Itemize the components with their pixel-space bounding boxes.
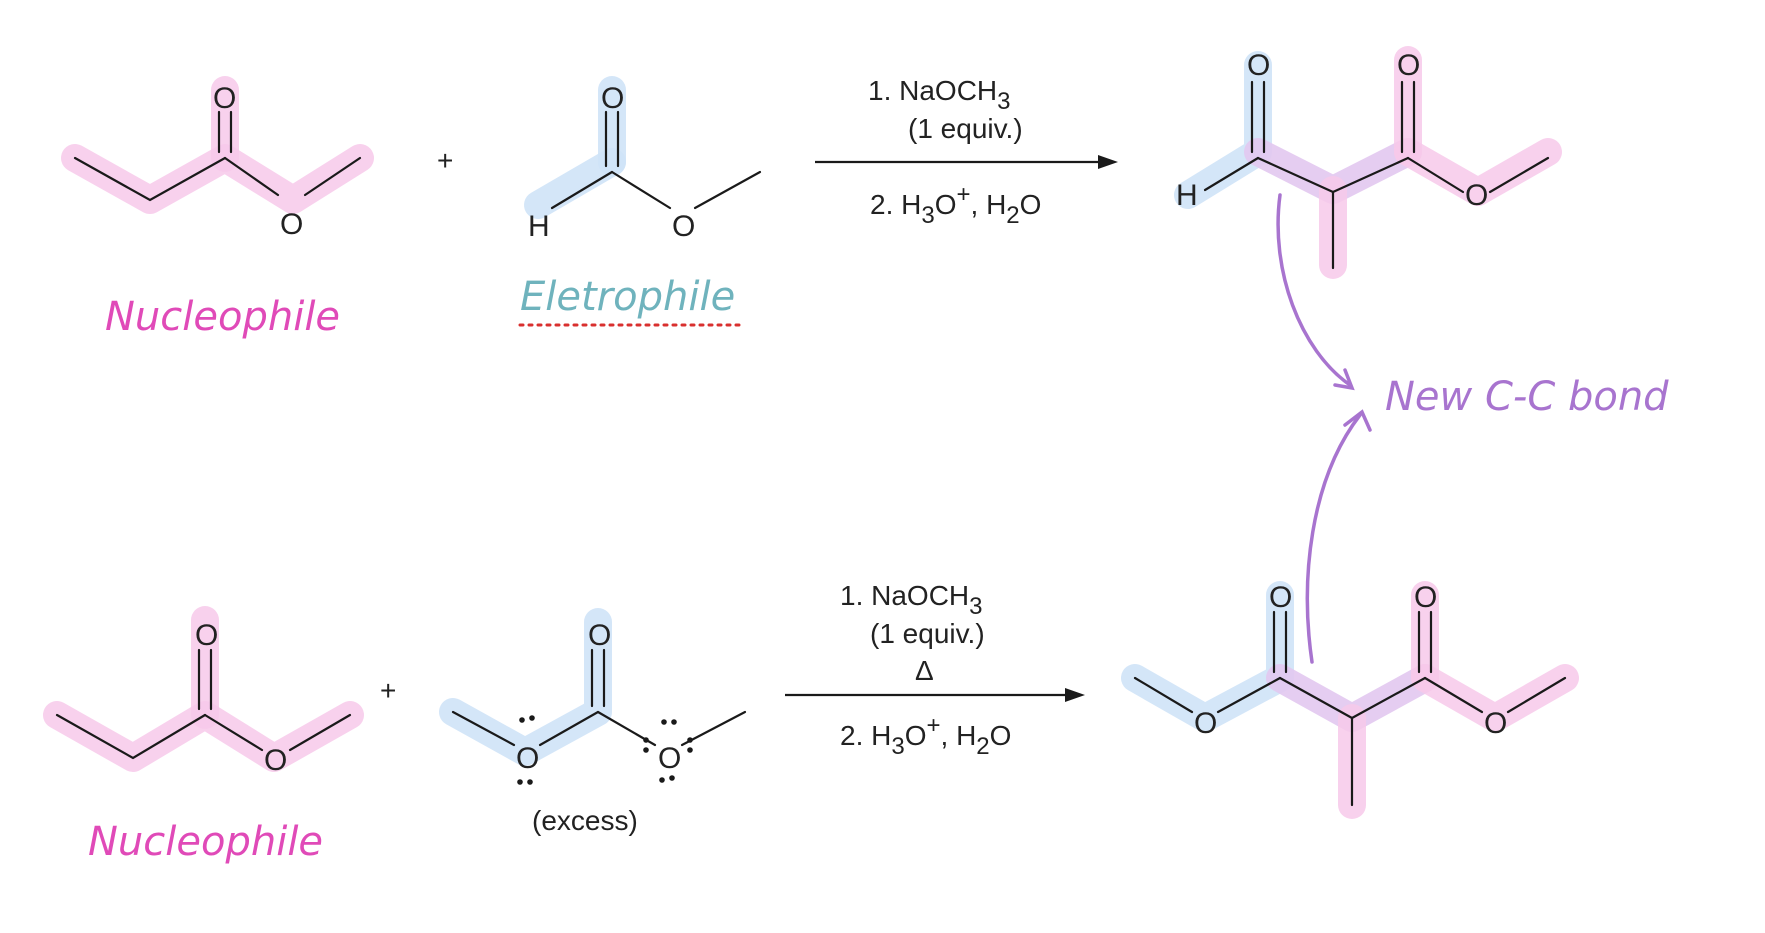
nucleophile-label-1: Nucleophile (105, 294, 340, 340)
carbonyl-oxygen-atom: O (195, 619, 218, 652)
excess-label: (excess) (532, 805, 638, 836)
condition-1-step1: 1. NaOCH3 (868, 75, 1011, 115)
carbonyl-oxygen-atom-right: O (1414, 581, 1437, 614)
electrophile-label: Eletrophile (520, 274, 735, 320)
product-2-molecule: O O O O (1121, 581, 1579, 819)
ester-oxygen-atom-right: O (1484, 707, 1507, 740)
nucleophile-1-molecule: O O (61, 76, 374, 241)
ester-oxygen-atom: O (280, 208, 303, 241)
reaction-arrow-2 (785, 688, 1085, 702)
reaction-arrow-1 (815, 155, 1118, 169)
nucleophile-label-2: Nucleophile (88, 819, 323, 865)
ester-oxygen-atom: O (672, 210, 695, 243)
ether-oxygen-atom-right: O (658, 742, 681, 775)
condition-1-step2: 2. H3O+, H2O (870, 181, 1041, 229)
carbonyl-oxygen-atom: O (1397, 49, 1420, 82)
nucleophile-2-molecule: O O (43, 606, 364, 777)
condition-2-equiv: (1 equiv.) (870, 618, 985, 649)
new-bond-label: New C-C bond (1385, 374, 1669, 420)
plus-sign-1: + (437, 145, 453, 176)
carbonyl-oxygen-atom-left: O (1269, 581, 1292, 614)
condition-2-heat: Δ (915, 655, 934, 686)
carbonyl-oxygen-atom: O (601, 82, 624, 115)
dimethyl-carbonate-molecule: O O O (439, 608, 747, 785)
electrophile-1-molecule: O H O (524, 76, 762, 243)
hydrogen-atom: H (528, 210, 550, 243)
carbonyl-oxygen-atom: O (588, 619, 611, 652)
product-1-molecule: O O H O (1174, 46, 1562, 279)
condition-2-step2: 2. H3O+, H2O (840, 712, 1011, 760)
condition-1-equiv: (1 equiv.) (908, 113, 1023, 144)
aldehyde-oxygen-atom: O (1247, 49, 1270, 82)
ether-oxygen-atom-left: O (516, 742, 539, 775)
new-bond-annotation-arrows (1276, 193, 1372, 664)
ester-oxygen-atom-left: O (1194, 707, 1217, 740)
ester-oxygen-atom: O (264, 744, 287, 777)
lone-pairs (517, 715, 693, 785)
hydrogen-atom: H (1176, 179, 1198, 212)
carbonyl-oxygen-atom: O (213, 82, 236, 115)
plus-sign-2: + (380, 675, 396, 706)
condition-2-step1: 1. NaOCH3 (840, 580, 983, 620)
ester-oxygen-atom: O (1465, 179, 1488, 212)
